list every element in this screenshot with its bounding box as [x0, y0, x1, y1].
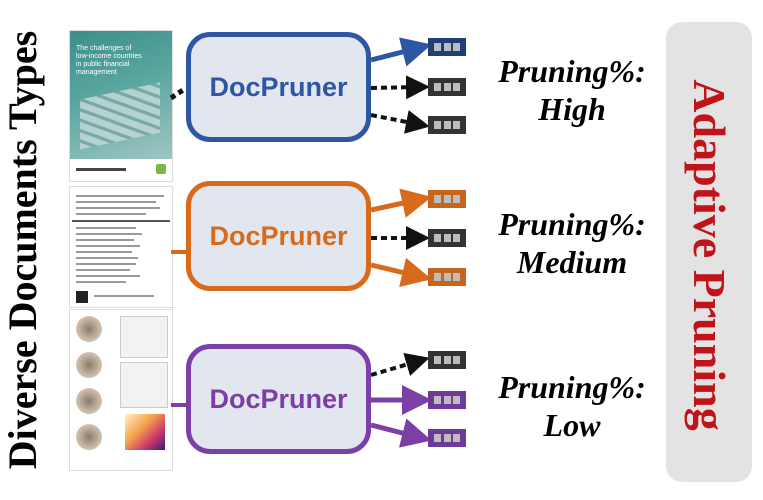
- petri-dish-image-2: [76, 352, 102, 378]
- pruning-label-line1: Pruning%:: [498, 369, 646, 405]
- token-kept: [428, 268, 466, 286]
- token-pruned: [428, 78, 466, 96]
- publisher-logo-icon: [156, 164, 166, 174]
- token-pruned: [428, 116, 466, 134]
- cover-footer-line: [76, 168, 126, 171]
- token-kept: [428, 38, 466, 56]
- token-pruned: [428, 229, 466, 247]
- pruning-label-line1: Pruning%:: [498, 53, 646, 89]
- adaptive-pruning-panel: [666, 22, 752, 482]
- pruning-label-high: Pruning%: High: [482, 52, 662, 128]
- token-kept: [428, 429, 466, 447]
- pruning-label-low: Pruning%: Low: [482, 368, 662, 444]
- docpruner-box-medium: DocPruner: [186, 181, 371, 291]
- curve-plot-panel: [120, 362, 168, 408]
- report-cover-title: The challenges of low-income countries i…: [76, 45, 142, 76]
- petri-dish-image-1: [76, 316, 102, 342]
- pruning-label-line1: Pruning%:: [498, 206, 646, 242]
- docpruner-box-high: DocPruner: [186, 32, 371, 142]
- document-thumbnail-table-form: [69, 186, 173, 308]
- pruning-label-medium: Pruning%: Medium: [482, 205, 662, 281]
- scatter-plot-panel: [120, 316, 168, 358]
- token-pruned: [428, 351, 466, 369]
- document-thumbnail-report-cover: The challenges of low-income countries i…: [69, 30, 173, 182]
- pruning-level-low: Low: [543, 407, 601, 443]
- petri-dish-image-4: [76, 424, 102, 450]
- qr-code-icon: [76, 291, 88, 303]
- pruning-level-medium: Medium: [516, 244, 628, 280]
- token-kept: [428, 391, 466, 409]
- report-cover-image: The challenges of low-income countries i…: [70, 31, 172, 159]
- pruning-level-high: High: [538, 91, 606, 127]
- document-thumbnail-scientific-figure: [69, 309, 173, 471]
- docpruner-box-low: DocPruner: [186, 344, 371, 454]
- petri-dish-image-3: [76, 388, 102, 414]
- token-kept: [428, 190, 466, 208]
- heatmap-panel: [125, 414, 165, 450]
